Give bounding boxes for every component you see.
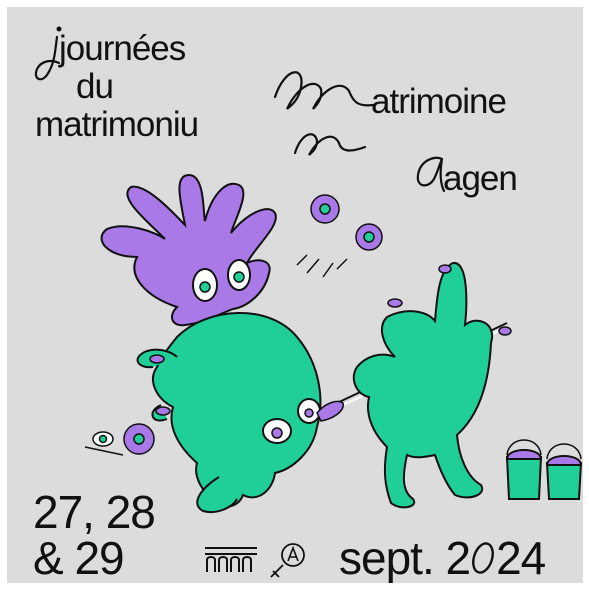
dates-line-2: & 29 [33, 532, 125, 583]
flower-left-icon [84, 423, 155, 456]
illustration [84, 173, 583, 513]
script-m-flourish-icon [273, 71, 375, 156]
green-hand-left-icon [136, 312, 322, 513]
partner-logo-arches-icon [205, 547, 257, 572]
title-word-matrimoine: atrimoine [371, 82, 507, 121]
dates-line-1: 27, 28 [33, 486, 156, 538]
flower-top-icon [296, 194, 383, 278]
green-hand-right-icon [352, 262, 512, 509]
month-year: sept. 2 24 [339, 532, 546, 583]
title-line-journees: journées [59, 29, 186, 68]
script-zero-icon [472, 542, 495, 574]
script-a-icon [416, 156, 446, 193]
month-year-prefix: sept. 2 [339, 532, 471, 583]
title-line-du: du [76, 67, 114, 106]
title-word-agen: agen [443, 159, 518, 198]
month-year-suffix: 24 [496, 532, 546, 583]
poster: journées du matrimoniu atrimoine agen [7, 7, 583, 583]
hand-lettered-j-icon [34, 26, 62, 81]
partner-logo-a-circle-icon [270, 543, 305, 578]
title-line-matrimoniu: matrimoniu [35, 105, 199, 144]
purple-hand-icon [100, 173, 277, 327]
paint-pot-icon [505, 439, 583, 500]
